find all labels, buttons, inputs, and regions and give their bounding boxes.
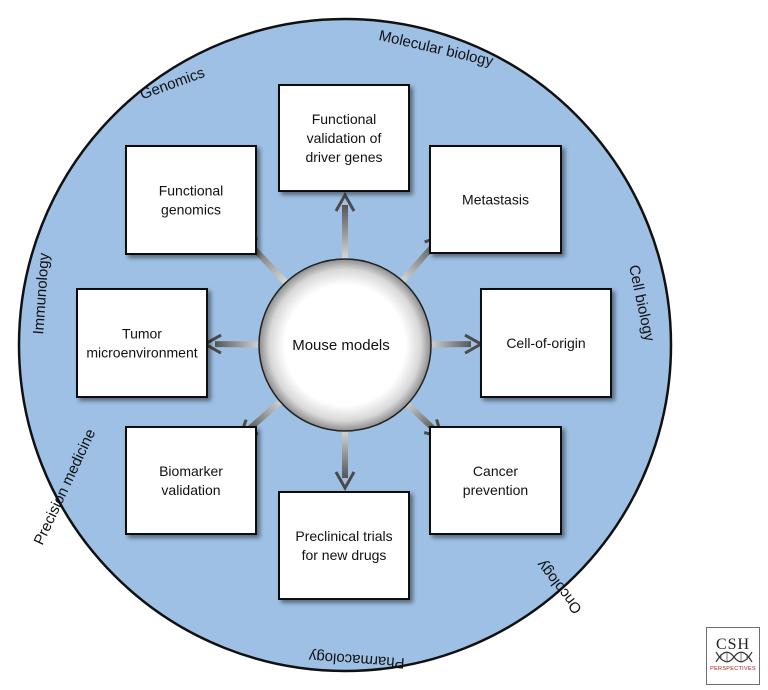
ring-label-immunology: Immunology xyxy=(30,252,53,335)
box-label-line: Biomarker xyxy=(159,463,223,479)
box-frame xyxy=(278,84,410,192)
box-tumor-microenvironment: Tumor microenvironment xyxy=(76,288,208,398)
box-frame xyxy=(429,426,562,535)
box-label-line: validation xyxy=(161,482,220,498)
box-frame xyxy=(76,288,208,398)
center-circle xyxy=(258,258,432,432)
box-label-line: microenvironment xyxy=(86,345,197,361)
box-label-line: Cancer xyxy=(473,463,518,479)
box-functional-validation: Functional validation of driver genes xyxy=(278,84,410,192)
box-label-line: driver genes xyxy=(305,149,382,165)
box-label-line: genomics xyxy=(161,202,221,218)
box-frame xyxy=(125,145,257,255)
arrow-functional-validation xyxy=(334,191,356,275)
box-preclinical-trials: Preclinical trials for new drugs xyxy=(278,491,410,600)
csh-perspectives-logo: CSH PERSPECTIVES xyxy=(706,627,760,685)
box-label-line: Tumor xyxy=(122,326,162,342)
ring-label-pharmacology: Pharmacology xyxy=(308,648,405,672)
box-frame xyxy=(429,145,562,254)
box-functional-genomics: Functional genomics xyxy=(125,145,257,255)
box-frame xyxy=(278,491,410,600)
box-label-line: validation of xyxy=(307,130,382,146)
box-frame xyxy=(125,426,257,535)
logo-title: CSH xyxy=(715,636,751,653)
box-label-line: Functional xyxy=(159,183,224,199)
box-cancer-prevention: Cancer prevention xyxy=(429,426,562,535)
box-label-line: Preclinical trials xyxy=(295,528,392,544)
box-label-line: Functional xyxy=(312,111,377,127)
box-label-line: Metastasis xyxy=(462,192,529,208)
box-metastasis: Metastasis xyxy=(429,145,562,254)
box-biomarker-validation: Biomarker validation xyxy=(125,426,257,535)
logo-subtitle: PERSPECTIVES xyxy=(710,666,756,672)
dna-helix-icon xyxy=(715,651,753,663)
box-label-line: prevention xyxy=(463,482,528,498)
box-cell-of-origin: Cell-of-origin xyxy=(480,288,612,398)
box-frame xyxy=(480,288,612,398)
box-label-line: for new drugs xyxy=(302,547,387,563)
center-label: Mouse models xyxy=(292,337,390,354)
box-label-line: Cell-of-origin xyxy=(506,335,585,351)
